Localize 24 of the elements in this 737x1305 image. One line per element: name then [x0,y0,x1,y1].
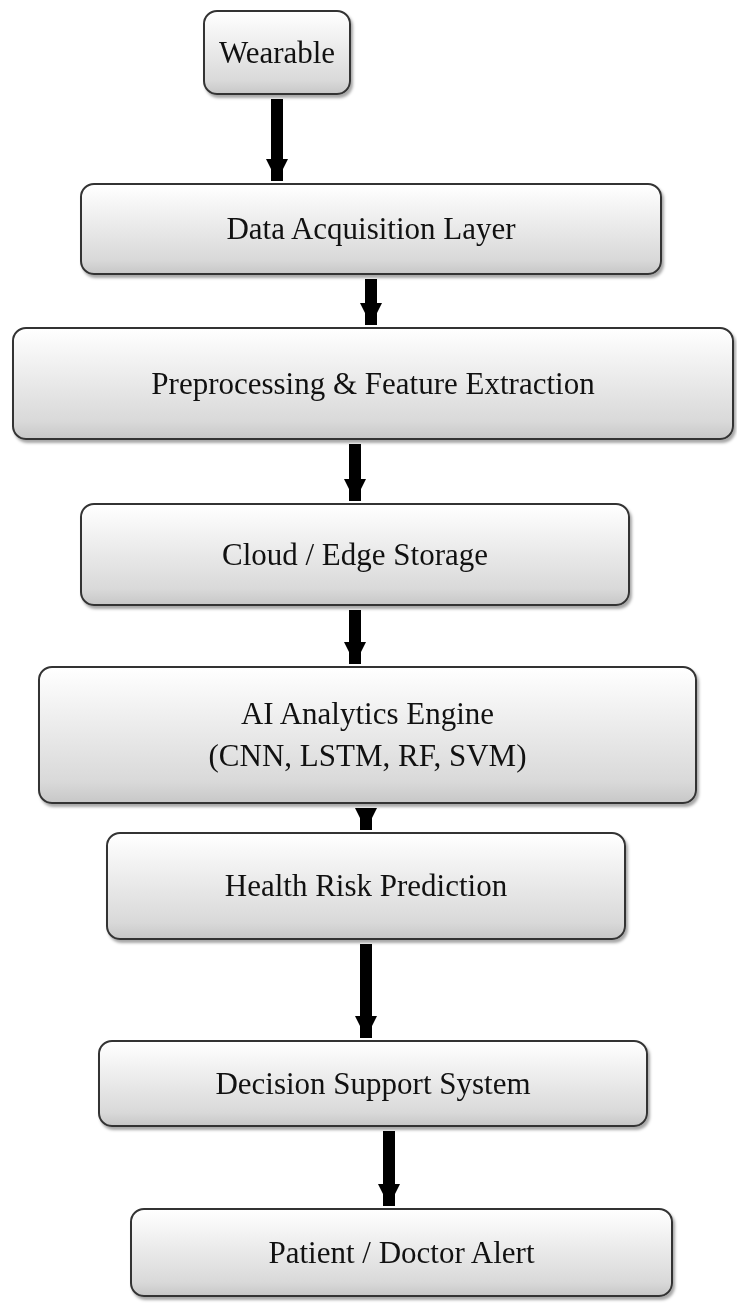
process-box [106,832,626,940]
arrow [344,444,366,501]
box-label: (CNN, LSTM, RF, SVM) [208,737,527,775]
box-label: Health Risk Prediction [224,867,508,906]
box-label: Decision Support System [215,1064,531,1103]
process-box [38,666,697,804]
box-label: Patient / Doctor Alert [268,1233,535,1272]
box-label: Wearable [218,33,336,72]
box-label: Preprocessing & Feature Extraction [151,364,595,403]
process-box [80,183,662,275]
arrow [344,610,366,664]
arrow [355,808,377,830]
box-label: Data Acquisition Layer [226,210,516,249]
process-box [98,1040,648,1127]
arrow [355,944,377,1038]
process-box [203,10,351,95]
process-box [80,503,630,606]
box-label: Cloud / Edge Storage [221,535,488,574]
process-box [130,1208,673,1297]
arrow [378,1131,400,1206]
arrow [266,99,288,181]
box-label: AI Analytics Engine [240,695,495,734]
arrow [360,279,382,325]
process-box [12,327,734,440]
